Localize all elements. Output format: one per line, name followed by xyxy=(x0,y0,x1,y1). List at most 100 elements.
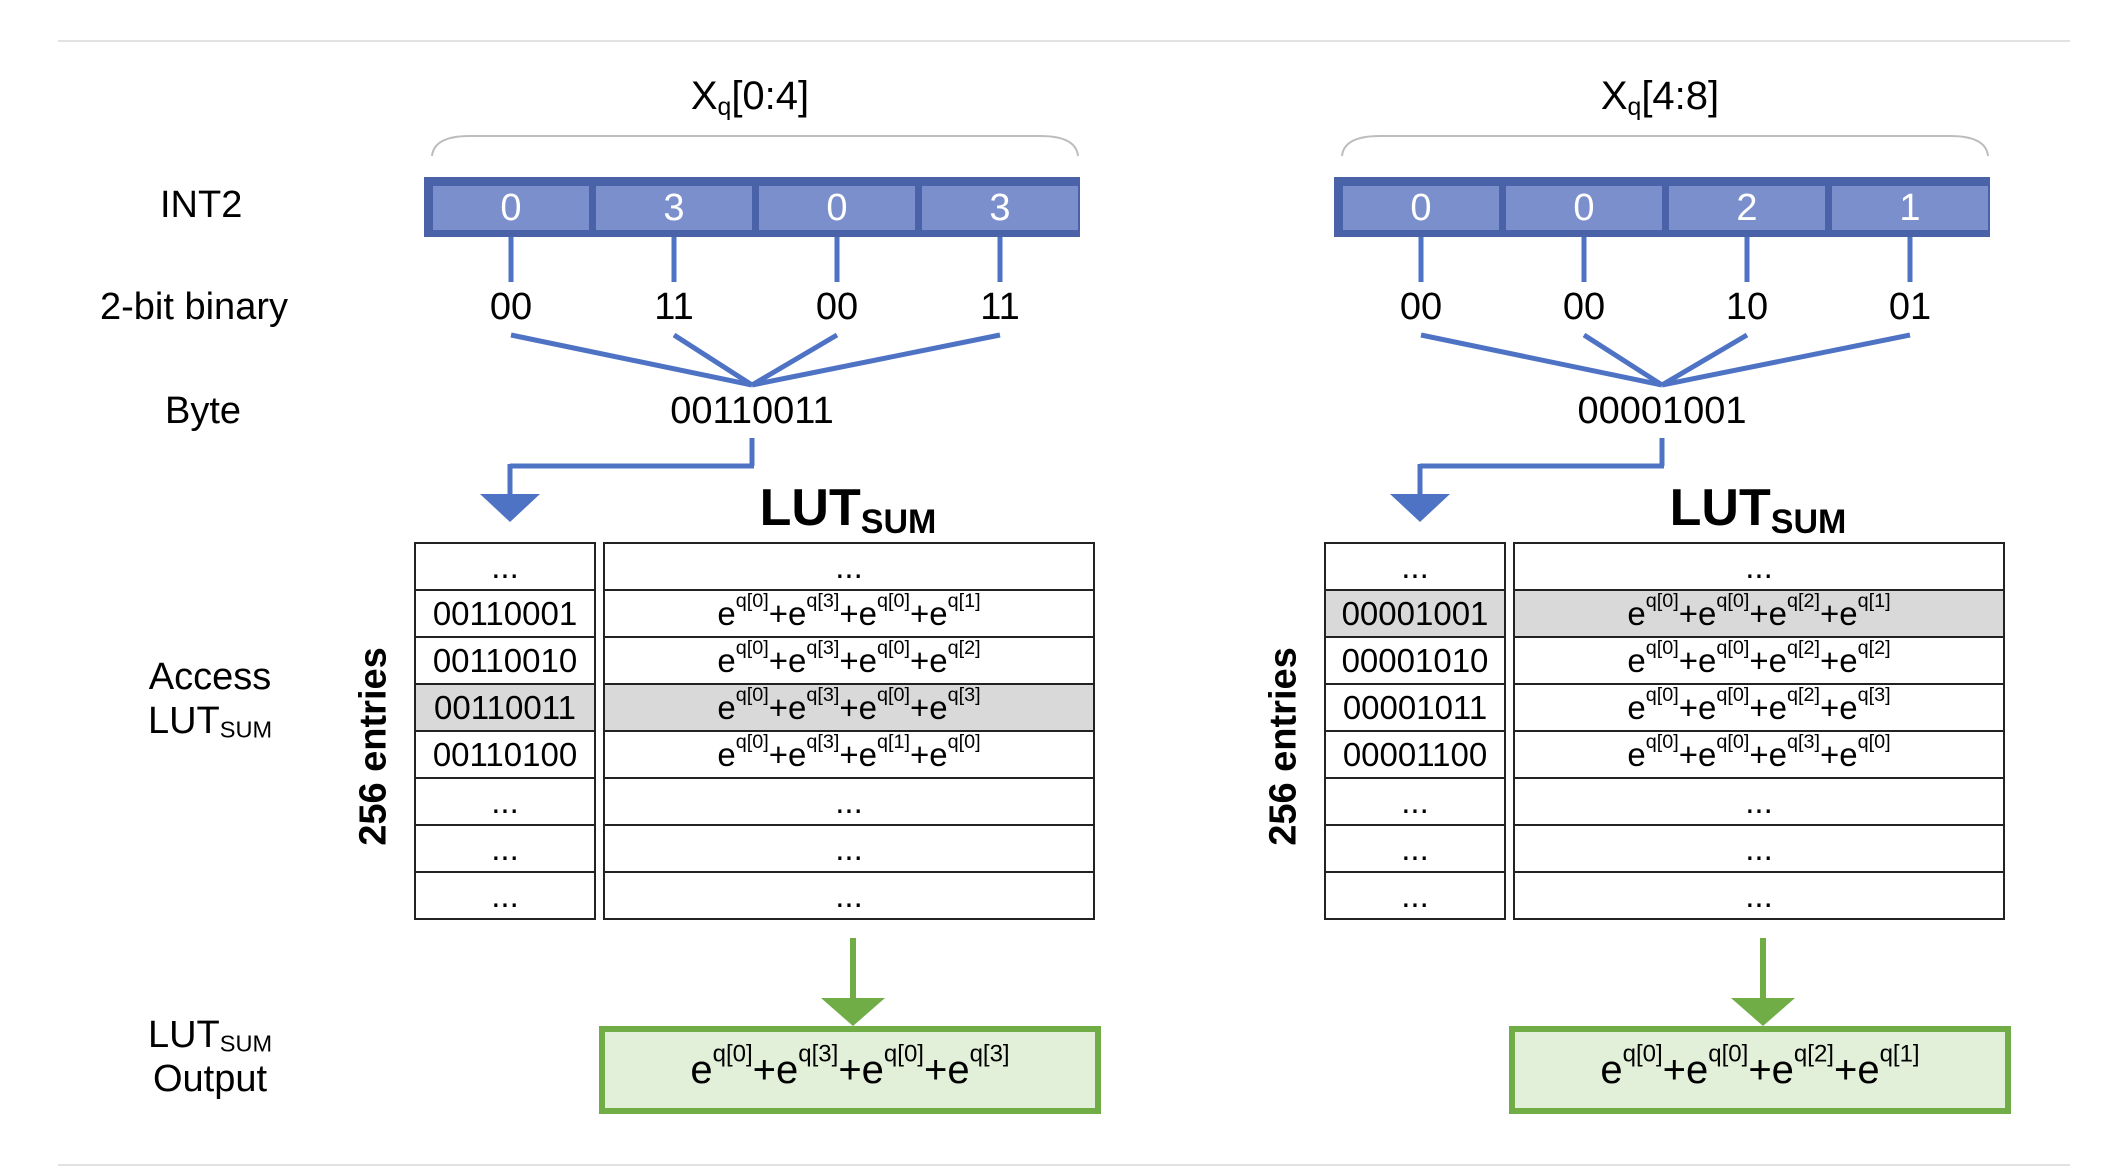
left-lut-key-cell: ... xyxy=(414,871,596,920)
left-lut-value-term-base: e xyxy=(788,595,807,632)
left-lut-value-term-exponent: q[2] xyxy=(947,637,981,660)
right-lut-title-subscript: SUM xyxy=(1770,503,1847,541)
left-lut-value-row: eq[0]+eq[3]+eq[0]+eq[3] xyxy=(603,683,1095,732)
right-lut-value-term-exponent: q[2] xyxy=(1787,637,1820,660)
left-lut-value-operator: + xyxy=(910,736,930,773)
right-lut-key-cell: ... xyxy=(1324,777,1506,826)
right-lut-value-operator: ... xyxy=(1745,548,1773,585)
left-binary-to-byte-wire xyxy=(510,332,753,388)
left-lut-value-operator: + xyxy=(768,689,788,726)
left-lut-value-cell: ... xyxy=(603,824,1095,873)
right-lut-value-term-exponent: q[0] xyxy=(1645,684,1679,707)
right-lut-key-cell: ... xyxy=(1324,824,1506,873)
left-int2-cell: 3 xyxy=(922,186,1078,230)
right-lut-value-operator: + xyxy=(1820,642,1840,679)
left-binary-value: 00 xyxy=(815,286,859,328)
left-lut-value-row: ... xyxy=(603,824,1095,873)
right-lut-value-term-base: e xyxy=(1839,595,1858,632)
right-lut-value-term-exponent: q[0] xyxy=(1716,590,1750,613)
left-lut-key-row: ... xyxy=(414,777,596,826)
right-lut-value-row: ... xyxy=(1513,871,2005,920)
left-byte-value: 00110011 xyxy=(670,390,834,432)
left-output-term-exponent: q[3] xyxy=(798,1040,839,1068)
right-lut-value-cell: ... xyxy=(1513,542,2005,591)
right-title-main: X xyxy=(1600,74,1628,118)
right-binary-to-byte-wire xyxy=(1420,332,1663,388)
right-lut-value-term-base: e xyxy=(1839,736,1858,773)
right-title: Xq[4:8] xyxy=(1601,74,1719,122)
left-lut-value-row: eq[0]+eq[3]+eq[0]+eq[1] xyxy=(603,589,1095,638)
right-lut-value-row: ... xyxy=(1513,824,2005,873)
left-lut-value-cell: ... xyxy=(603,542,1095,591)
right-binary-value: 00 xyxy=(1562,286,1606,328)
right-lut-value-term-exponent: q[0] xyxy=(1716,684,1750,707)
left-binary-to-byte-wire xyxy=(672,332,754,388)
right-output-term-base: e xyxy=(1857,1048,1880,1092)
left-int2-cell: 0 xyxy=(433,186,589,230)
left-binary-to-byte-wire xyxy=(750,332,839,388)
left-lut-value-operator: ... xyxy=(835,830,863,867)
left-lut-value-operator: + xyxy=(839,642,859,679)
left-lut-title: LUTSUM xyxy=(760,478,937,542)
right-lut-value-term-exponent: q[0] xyxy=(1645,637,1679,660)
right-lut-value-term-base: e xyxy=(1698,736,1717,773)
right-lut-key-row: ... xyxy=(1324,777,1506,826)
left-lut-value-operator: + xyxy=(839,595,859,632)
right-lut-value-term-exponent: q[1] xyxy=(1857,590,1891,613)
left-int2-cell: 0 xyxy=(759,186,915,230)
left-lut-value-row: ... xyxy=(603,777,1095,826)
right-lut-value-term-base: e xyxy=(1627,736,1646,773)
right-lut-key-row: ... xyxy=(1324,542,1506,591)
right-lut-value-cell: eq[0]+eq[0]+eq[3]+eq[0] xyxy=(1513,730,2005,779)
left-lut-value-operator: ... xyxy=(835,877,863,914)
left-binary-value: 11 xyxy=(980,286,1020,328)
left-lut-value-row: ... xyxy=(603,542,1095,591)
label-access-lut: Access LUTSUM xyxy=(147,656,273,743)
right-lut-value-term-base: e xyxy=(1768,736,1787,773)
left-title: Xq[0:4] xyxy=(691,74,809,122)
right-lut-key-row: ... xyxy=(1324,871,1506,920)
left-lut-value-cell: ... xyxy=(603,871,1095,920)
left-binary-value: 00 xyxy=(489,286,533,328)
left-lut-key-row: 00110011 xyxy=(414,683,596,732)
right-lut-value-operator: ... xyxy=(1745,783,1773,820)
right-lut-value-term-exponent: q[3] xyxy=(1787,731,1820,754)
right-lut-value-operator: + xyxy=(1678,642,1698,679)
left-output-operator: + xyxy=(923,1048,948,1092)
left-lut-value-term-base: e xyxy=(717,689,736,726)
left-lut-value-operator: + xyxy=(839,736,859,773)
left-lut-value-term-exponent: q[0] xyxy=(735,684,769,707)
left-title-main: X xyxy=(690,74,718,118)
left-lut-value-term-base: e xyxy=(717,642,736,679)
left-lut-value-term-exponent: q[3] xyxy=(806,637,840,660)
right-lut-value-cell: ... xyxy=(1513,777,2005,826)
left-lut-value-term-exponent: q[3] xyxy=(806,590,840,613)
left-lut-value-operator: + xyxy=(910,642,930,679)
right-binary-to-byte-wire xyxy=(1661,332,1911,388)
right-int2-cell: 0 xyxy=(1343,186,1499,230)
left-lut-value-term-base: e xyxy=(929,595,948,632)
right-lut-value-row: ... xyxy=(1513,777,2005,826)
left-lut-value-term-base: e xyxy=(788,642,807,679)
right-lut-value-term-base: e xyxy=(1698,642,1717,679)
right-lut-value-operator: + xyxy=(1678,736,1698,773)
left-lut-title-subscript: SUM xyxy=(860,503,937,541)
left-lut-value-term-exponent: q[1] xyxy=(947,590,981,613)
right-lut-value-row: eq[0]+eq[0]+eq[3]+eq[0] xyxy=(1513,730,2005,779)
left-lut-value-cell: eq[0]+eq[3]+eq[1]+eq[0] xyxy=(603,730,1095,779)
bottom-divider xyxy=(58,1164,2070,1166)
left-lut-value-term-exponent: q[1] xyxy=(877,731,910,754)
left-int2-cell: 3 xyxy=(596,186,752,230)
right-lut-value-cell: ... xyxy=(1513,824,2005,873)
left-output-term-exponent: q[0] xyxy=(712,1040,753,1068)
right-lut-value-term-base: e xyxy=(1839,689,1858,726)
left-lut-key-cell: ... xyxy=(414,542,596,591)
right-output-term-exponent: q[0] xyxy=(1708,1040,1749,1068)
right-lut-key-cell: ... xyxy=(1324,542,1506,591)
left-output-operator: + xyxy=(752,1048,777,1092)
left-lut-value-cell: eq[0]+eq[3]+eq[0]+eq[3] xyxy=(603,683,1095,732)
right-output-term-exponent: q[2] xyxy=(1793,1040,1834,1068)
